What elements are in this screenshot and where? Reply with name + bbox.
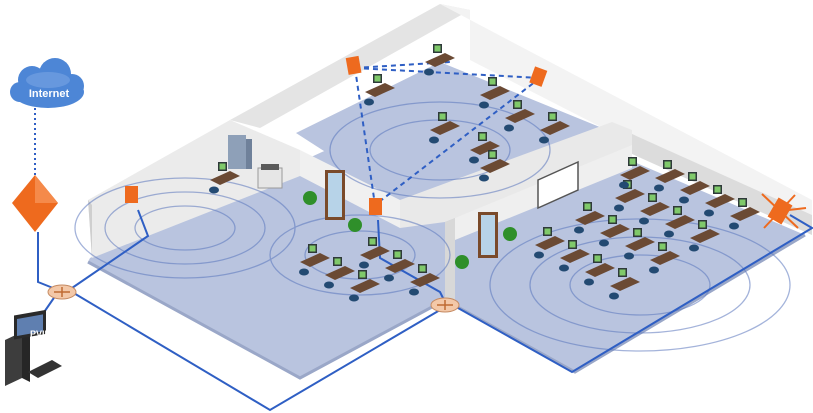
- workstation-icon: [359, 237, 390, 269]
- cable-router-left-ap: [71, 209, 150, 289]
- workstation-icon: [299, 244, 330, 276]
- workstation-icon: [624, 228, 655, 260]
- workstation-icon: [559, 240, 590, 272]
- wave-center-2: [269, 214, 451, 296]
- workstation-icon: [664, 206, 695, 238]
- workstation-icon: [599, 215, 630, 247]
- workstation-icon: [619, 157, 650, 189]
- workstation-icon: [639, 193, 670, 225]
- workstation-icon: [704, 185, 735, 217]
- cable-router-to-router: [71, 291, 441, 412]
- left-wall-face: [88, 200, 92, 258]
- access-point-icon: [529, 66, 548, 87]
- wlink-3: [374, 77, 541, 206]
- internet-cloud: Internet: [10, 58, 84, 108]
- wave-left-2: [104, 191, 266, 265]
- filing-cabinet: [228, 135, 252, 169]
- workstation-icon: [689, 220, 720, 252]
- wireless-links: [354, 61, 541, 206]
- workstation-icon: [469, 132, 500, 164]
- wlink-4: [354, 61, 451, 69]
- plant-icon: [348, 218, 362, 232]
- access-points: [125, 55, 807, 229]
- router-center-icon: [430, 297, 460, 313]
- door-icon: [325, 170, 345, 220]
- door-icon: [478, 212, 498, 258]
- partition-wall-mid: [400, 122, 632, 228]
- cloud-icon: [10, 58, 84, 108]
- wlink-1: [354, 67, 541, 79]
- cable-router-center-ap: [377, 219, 446, 303]
- workstation-icon: [534, 227, 565, 259]
- workstation-icon: [539, 112, 570, 144]
- wave-right-1: [569, 254, 711, 316]
- whiteboard-icon: [537, 160, 579, 210]
- workstation-icon: [609, 268, 640, 300]
- plant-icon: [303, 191, 317, 205]
- workstation-icon: [654, 160, 685, 192]
- access-point-icon: [345, 55, 362, 75]
- access-point-icon: [369, 198, 382, 215]
- workstation-icon: [574, 202, 605, 234]
- access-point-icon: [125, 186, 138, 203]
- wave-upper-2: [329, 101, 551, 199]
- server-label: PVIES: [30, 329, 57, 339]
- workstation-icon: [729, 198, 760, 230]
- workstation-icon: [479, 77, 510, 109]
- firewall-icon: [12, 175, 58, 232]
- workstation-icon: [324, 257, 355, 289]
- workstation-icon: [209, 162, 240, 194]
- workstation-icon: [409, 264, 440, 296]
- server-icon: PVIES: [5, 309, 62, 386]
- workstation-icon: [424, 44, 455, 76]
- workstation-icon: [584, 254, 615, 286]
- right-wall-face: [612, 125, 812, 235]
- workstation-icon: [364, 74, 395, 106]
- plant-icon: [503, 227, 517, 241]
- workstation-icon: [649, 242, 680, 274]
- access-point-icon: [761, 193, 807, 229]
- workstation-icon: [429, 112, 460, 144]
- router-icon: [47, 284, 77, 300]
- cable-firewall-router: [37, 232, 59, 291]
- plants: [303, 191, 517, 269]
- workstation-icon: [479, 150, 510, 182]
- printer: [257, 164, 283, 189]
- workstations: [209, 44, 760, 302]
- workstation-icon: [349, 270, 380, 302]
- plant-icon: [455, 255, 469, 269]
- workstation-icon: [504, 100, 535, 132]
- wave-left-1: [134, 205, 236, 251]
- cloud-label: Internet: [29, 88, 70, 100]
- workstation-icon: [384, 250, 415, 282]
- cable-router-right-ap: [457, 214, 813, 374]
- workstation-icon: [679, 172, 710, 204]
